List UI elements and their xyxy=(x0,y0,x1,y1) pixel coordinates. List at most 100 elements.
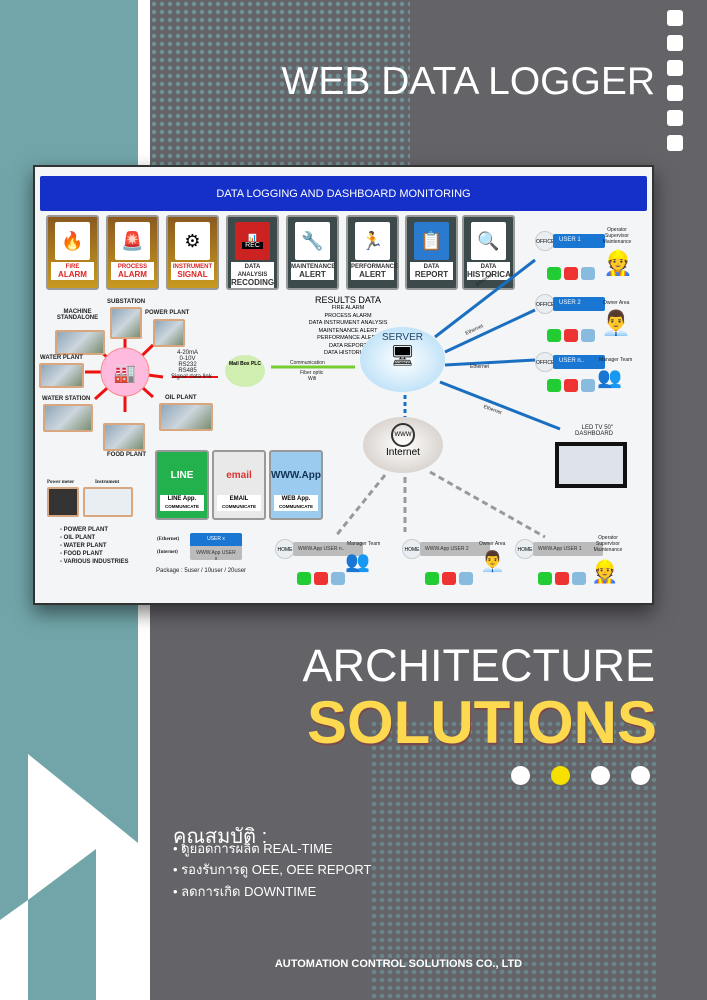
tv-dashboard-icon xyxy=(555,442,627,488)
server-icon: 🖥 xyxy=(389,345,416,367)
industry-item: - OIL PLANT xyxy=(60,535,96,541)
dot-decoration xyxy=(511,766,530,785)
tile-label: ALARM xyxy=(118,270,147,279)
app-icons xyxy=(547,267,595,280)
comm-label: Communication xyxy=(290,360,325,366)
siren-icon: 🚨 xyxy=(115,222,150,260)
square-decoration xyxy=(667,85,683,101)
substation-photo xyxy=(110,307,142,339)
industry-item: - WATER PLANT xyxy=(60,543,107,549)
home-icon: HOME xyxy=(402,539,422,559)
water-plant-photo xyxy=(39,363,84,388)
industries-list: - POWER PLANT - OIL PLANT - WATER PLANT - F… xyxy=(60,526,129,566)
app-sub: COMMUNICATE xyxy=(165,504,199,509)
water-station-photo xyxy=(43,404,93,432)
signal-type: RS232 xyxy=(178,362,197,368)
result-item: DATA REPORT xyxy=(329,342,367,349)
square-decoration xyxy=(667,10,683,26)
tile-label: ALERT xyxy=(359,270,386,279)
rec-icon: 📊REC xyxy=(235,222,270,260)
webapp-icon xyxy=(581,267,595,280)
internet-node: WWW Internet xyxy=(363,417,443,473)
triangle-decoration xyxy=(0,754,138,1000)
tile-label: ALARM xyxy=(58,270,87,279)
dot-decoration-active xyxy=(551,766,570,785)
user-n-badge: USER n.. xyxy=(553,355,605,369)
team-avatar: 👥 xyxy=(597,367,622,389)
user-role: Manager Team xyxy=(599,357,633,363)
industry-item: - FOOD PLANT xyxy=(60,551,103,557)
gmail-icon xyxy=(564,267,578,280)
feature-item: • ลดการเกิด DOWNTIME xyxy=(173,884,317,899)
signal-type: 4-20mA xyxy=(177,350,199,356)
app-icons xyxy=(297,572,345,585)
app-icons xyxy=(538,572,586,585)
app-name: EMAIL xyxy=(229,496,249,502)
instrument-label: Instrument xyxy=(95,480,120,485)
owner-avatar: 👨‍💼 xyxy=(601,310,631,337)
globe-icon: WWW xyxy=(391,423,415,447)
machine-photo xyxy=(55,330,105,355)
source-water-plant-label: WATER PLANT xyxy=(40,355,83,361)
app-icons xyxy=(547,379,595,392)
tile-label: DATA ANALYSIS xyxy=(237,264,268,278)
user-role: Operator Supervisor Maintenance xyxy=(593,535,623,553)
result-item: DATA INSTRUMENT ANALYSIS xyxy=(308,320,388,326)
company-name: AUTOMATION CONTROL SOLUTIONS CO., LTD xyxy=(274,958,523,970)
home-user-badge: WWW.App USER 2 xyxy=(420,542,490,556)
wrench-gear-icon: 🔧 xyxy=(295,222,330,260)
tile-label: PERFORMANCE xyxy=(351,264,399,270)
food-plant-photo xyxy=(103,423,145,451)
tile-label: REPORT xyxy=(414,270,449,279)
server-label: SERVER xyxy=(382,332,423,343)
page-title: WEB DATA LOGGER xyxy=(281,60,655,103)
halftone-pattern xyxy=(150,0,410,165)
legend-user-x: USER x xyxy=(190,533,242,547)
signal-type: 0-10V xyxy=(179,356,196,362)
hero-line-2: SOLUTIONS xyxy=(306,689,657,756)
feature-item: • ดูยอดการผลิต REAL-TIME xyxy=(173,841,333,856)
industry-item: - POWER PLANT xyxy=(60,527,108,533)
results-title: RESULTS DATA xyxy=(314,295,381,305)
legend-ethernet: (Ethernet) xyxy=(157,537,180,542)
wifi-label: Wifi xyxy=(308,376,317,382)
tile-label: MAINTENANCE xyxy=(291,264,336,270)
app-icons xyxy=(425,572,473,585)
source-water-station-label: WATER STATION xyxy=(42,396,91,402)
rec-badge: REC xyxy=(242,241,263,249)
tile-label: DATA xyxy=(423,264,440,270)
architecture-diagram: DATA LOGGING AND DASHBOARD MONITORING 🔥F… xyxy=(33,165,654,605)
plc-node: Mail Box PLC xyxy=(225,355,265,387)
line-icon xyxy=(547,267,561,280)
square-decoration xyxy=(667,135,683,151)
hero-line-1: ARCHITECTURE xyxy=(302,640,655,691)
power-meter-photo xyxy=(47,487,79,517)
home-user-badge: WWW.App USER n.. xyxy=(293,542,363,556)
user-role: Owner Area xyxy=(603,300,630,306)
source-machine-label: MACHINE STANDALONE xyxy=(56,309,99,321)
office-icon: OFFICE xyxy=(535,352,555,372)
app-sub: COMMUNICATE xyxy=(222,504,256,509)
email-icon: email xyxy=(226,469,252,481)
square-decoration xyxy=(667,110,683,126)
features-title: คุณสมบัติ : xyxy=(173,826,268,848)
tv-label-line: LED TV 50" xyxy=(581,425,614,431)
result-item: MAINTENANCE ALERT xyxy=(318,327,378,334)
webapp-icon: WWW.App xyxy=(271,469,321,481)
signal-type: RS485 xyxy=(178,368,197,374)
clipboard-icon: 📋 xyxy=(414,222,449,260)
package-label: Package : 5user / 10user / 20user xyxy=(156,568,247,574)
feature-item: • รองรับการดู OEE, OEE REPORT xyxy=(173,862,372,877)
legend-www-user-x: WWW.App USER x xyxy=(190,546,242,562)
